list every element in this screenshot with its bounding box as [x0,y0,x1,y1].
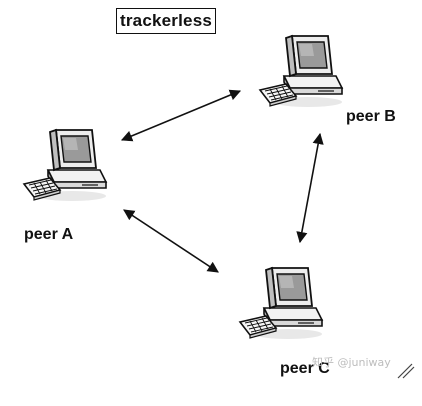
diagram-title: trackerless [116,8,216,34]
desktop-computer-icon [239,267,323,340]
watermark-mark [397,363,415,379]
node-label-peer-b: peer B [346,108,396,125]
node-label-peer-c: peer C [280,360,330,377]
watermark-text: 知乎 @juniway [312,356,391,369]
edge-peer-a-peer-c [123,209,219,273]
edge-peer-a-peer-b [120,89,242,142]
desktop-computer-icon [23,129,107,202]
node-label-peer-a: peer A [24,226,74,243]
desktop-computer-icon [259,35,343,108]
edge-peer-b-peer-c [296,132,324,244]
